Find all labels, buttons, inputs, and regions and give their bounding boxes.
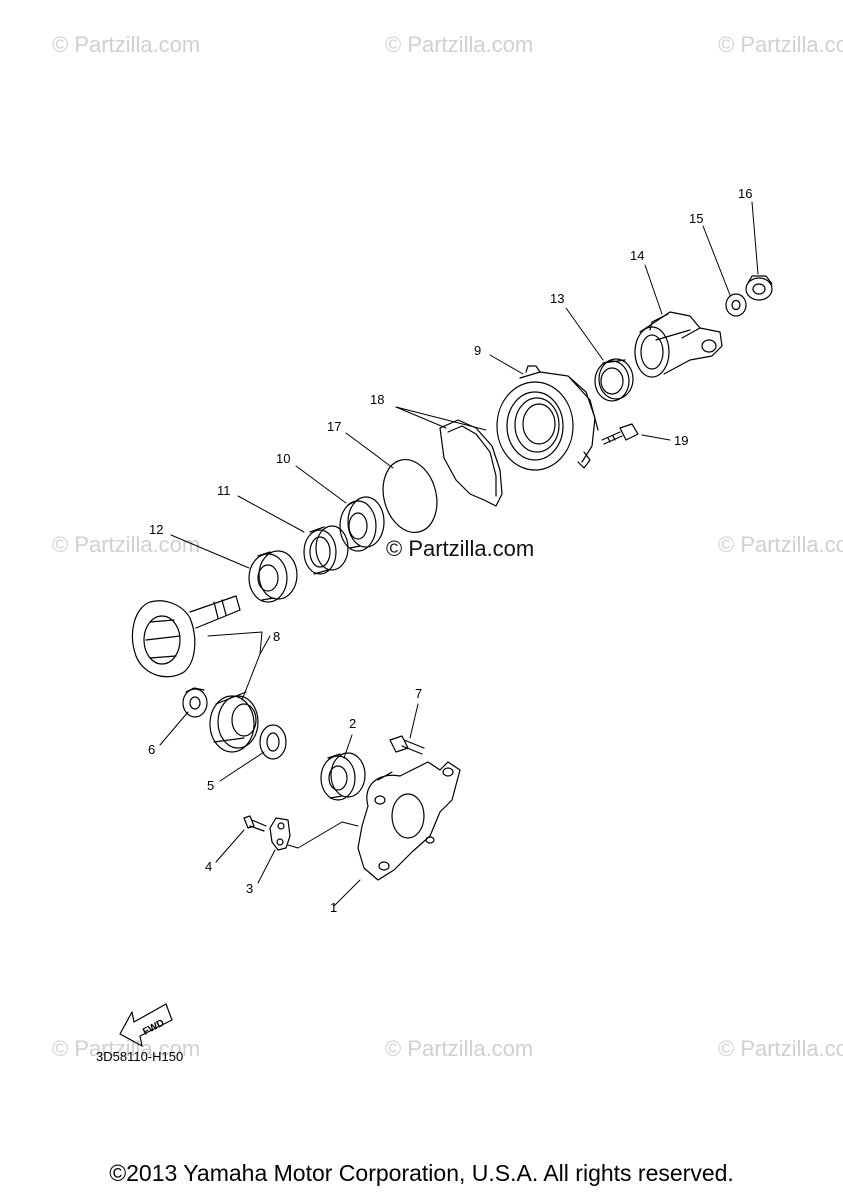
part-14-yoke — [634, 311, 723, 378]
part-8-gear — [209, 691, 259, 753]
part-13-oil-seal — [594, 358, 634, 402]
part-2-bearing — [320, 752, 366, 801]
watermark-top-right: © Partzilla.com — [718, 32, 843, 57]
callout-18: 18 — [370, 392, 384, 407]
callout-1: 1 — [330, 900, 337, 915]
callout-9: 9 — [474, 343, 481, 358]
callout-17: 17 — [327, 419, 341, 434]
center-watermark: © Partzilla.com — [386, 536, 535, 561]
callout-19: 19 — [674, 433, 688, 448]
callout-7: 7 — [415, 686, 422, 701]
watermark-top-center: © Partzilla.com — [385, 32, 534, 57]
watermark-bottom-center: © Partzilla.com — [385, 1036, 534, 1061]
callout-11: 11 — [217, 483, 231, 498]
watermark-mid-left: © Partzilla.com — [52, 532, 201, 557]
part-7-bolt — [389, 735, 425, 755]
part-8-pinion-shaft — [131, 595, 241, 678]
callout-6: 6 — [148, 742, 155, 757]
watermark-bottom-right: © Partzilla.com — [718, 1036, 843, 1061]
fwd-label: FWD — [141, 1018, 166, 1038]
callout-3: 3 — [246, 881, 253, 896]
callout-12: 12 — [149, 522, 163, 537]
part-17-o-ring — [382, 459, 438, 533]
part-15-washer — [725, 293, 747, 317]
leader-lines — [159, 201, 759, 907]
part-11-ring-nut — [303, 525, 349, 575]
diagram-code: 3D58110-H150 — [96, 1049, 184, 1064]
part-18-gasket — [439, 419, 503, 507]
part-5-washer — [259, 724, 287, 760]
callout-2: 2 — [349, 716, 356, 731]
part-9-housing — [496, 365, 599, 471]
callout-14: 14 — [630, 248, 644, 263]
fwd-arrow — [119, 1003, 173, 1047]
callout-13: 13 — [550, 291, 564, 306]
part-3-plate — [269, 817, 291, 851]
watermark-top-left: © Partzilla.com — [52, 32, 201, 57]
callout-numbers: 1 2 3 4 5 6 7 8 9 10 11 12 13 14 15 16 1… — [148, 186, 752, 915]
part-6-nut — [182, 687, 208, 718]
callout-8: 8 — [273, 629, 280, 644]
watermark-mid-right: © Partzilla.com — [718, 532, 843, 557]
callout-15: 15 — [689, 211, 703, 226]
copyright-footer: ©2013 Yamaha Motor Corporation, U.S.A. A… — [109, 1160, 734, 1186]
part-19-bolt — [601, 423, 639, 445]
callout-4: 4 — [205, 859, 212, 874]
part-10-bearing — [339, 496, 385, 552]
callout-5: 5 — [207, 778, 214, 793]
watermark-bottom-left: © Partzilla.com — [52, 1036, 201, 1061]
part-12-bearing — [248, 550, 298, 603]
part-1-flange — [357, 761, 461, 881]
callout-10: 10 — [276, 451, 290, 466]
part-16-nut — [745, 275, 773, 301]
part-4-screw — [243, 815, 267, 832]
callout-16: 16 — [738, 186, 752, 201]
